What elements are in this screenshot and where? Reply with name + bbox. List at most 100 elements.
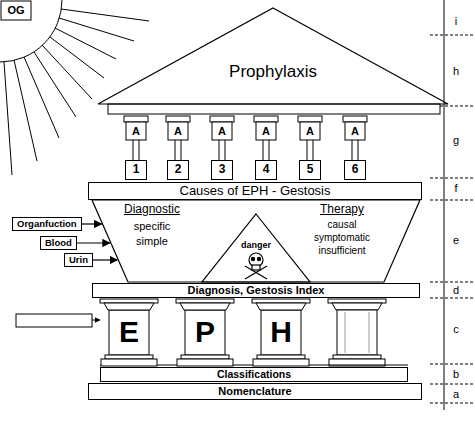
column-part [177,359,233,366]
level-letter: h [448,64,464,78]
sun-ray [59,18,134,41]
entablature [108,104,440,114]
input-box: Urin [64,253,93,267]
node-text: Prophylaxis [98,62,448,82]
column-part [109,310,149,355]
column-part [253,359,309,366]
level-letter: d [448,283,464,297]
capital [254,116,278,160]
node-text: P [195,315,215,350]
sun-arc [0,0,62,62]
sun-ray [4,62,12,175]
corner-label: OG [2,3,30,17]
column-part [101,359,157,366]
level-letter: i [448,14,464,28]
column-echinus [256,303,306,310]
sun-ray [14,60,37,161]
scale-ruler [430,0,474,410]
sun-ray [55,28,116,59]
level-letter: a [448,387,464,401]
capital-letter: A [168,124,188,138]
column-part [252,299,310,303]
node-outline [98,8,448,104]
column-number-box: 6 [344,160,366,180]
nomenclature-band: Nomenclature [88,383,422,400]
blank-box [16,314,92,327]
blank-arrow [92,320,100,321]
column-number-box: 2 [167,160,189,180]
sun [0,0,149,175]
input-arrow [82,223,102,224]
capital-letter: A [300,124,320,138]
node-text: Diagnostic [110,202,194,217]
capital-letter: A [345,124,365,138]
node-text: 2 [175,163,182,177]
column-echinus [180,303,230,310]
column: H [252,299,310,366]
column-part [185,310,225,355]
diagnosis-band: Diagnosis, Gestosis Index [92,283,420,298]
column-number-box: 1 [125,160,147,180]
node-text: Causes of EPH - Gestosis [180,184,331,199]
node-text: 6 [352,163,359,177]
node-text: specific simple [127,219,177,249]
column: E [100,299,158,366]
column-number-box: 4 [255,160,277,180]
inverted-triangle: Diagnostic specific simple Therapycausal s… [92,200,420,282]
capital-letter: A [126,124,146,138]
node-text: 3 [219,163,226,177]
node-text: Organfuction [17,219,77,230]
node-text: 5 [307,163,314,177]
capital [124,116,148,160]
input-arrow [93,259,117,260]
column-echinus [104,303,154,310]
level-letter: g [448,133,464,147]
column-number-box: 3 [211,160,233,180]
column-part [181,355,229,359]
capitals [124,116,367,160]
sun-ray [61,9,149,21]
og-box [1,1,31,20]
column-part [100,299,158,303]
node-text: causal symptomatic insufficient [304,218,380,257]
column-part [105,355,153,359]
node-text: Urin [69,255,88,266]
capital [298,116,322,160]
level-letter: b [448,367,464,381]
pediment-triangle: Prophylaxis [98,8,448,104]
column-number-box: 5 [299,160,321,180]
node-outline-shape [92,200,420,282]
input-arrow [77,242,110,243]
skull-symbol [245,253,267,279]
capital [166,116,190,160]
column-part [261,310,301,355]
sun-ray [42,45,92,99]
node-text: 4 [263,163,270,177]
column-part [257,355,305,359]
node-text: Nomenclature [218,385,291,398]
sun-ray [50,37,104,78]
ruler-line [444,0,445,410]
node-text: danger [202,240,310,250]
node-text: Therapy [300,202,384,217]
ruler-ticks [430,35,474,403]
capital [343,116,367,160]
node-text: H [270,315,292,350]
node-text: Blood [45,238,72,249]
capital-letter: A [256,124,276,138]
level-letter: c [448,322,464,336]
column-part [176,299,234,303]
node-text: 1 [133,163,140,177]
classification-band: Classifications [100,367,408,382]
causes-band: Causes of EPH - Gestosis [88,182,422,200]
danger-triangle: danger [202,214,310,282]
input-box: Organfuction [12,217,82,231]
node-text: Classifications [217,368,291,380]
capital [210,116,234,160]
column: P [176,299,234,366]
node-text: Diagnosis, Gestosis Index [188,284,325,297]
input-box: Blood [40,236,77,250]
blank-column [328,299,386,366]
capital-letter: A [212,124,232,138]
